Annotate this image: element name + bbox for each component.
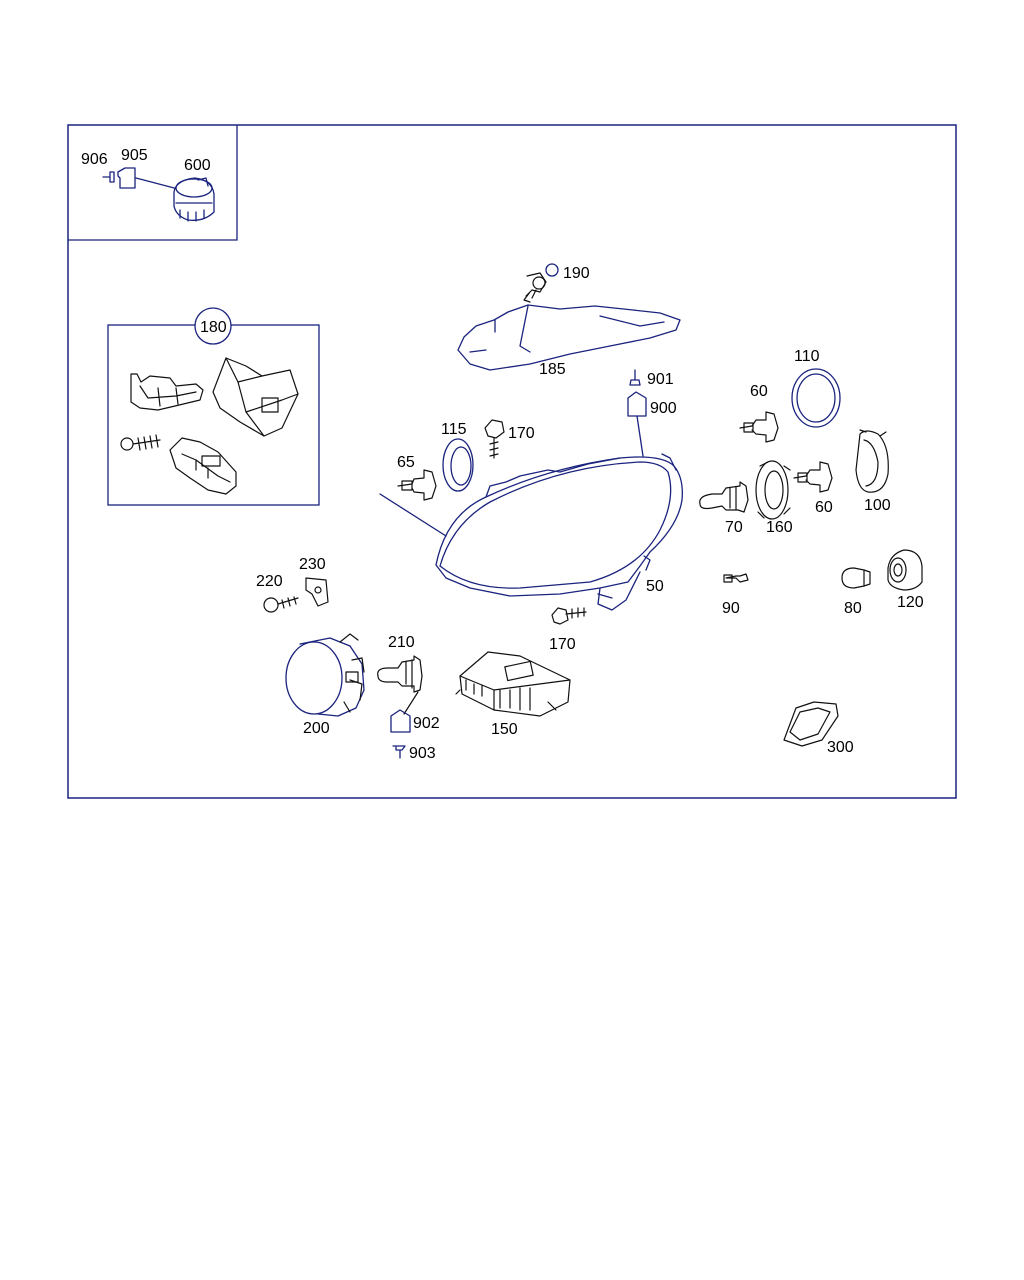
label-60-lower: 60: [815, 499, 833, 516]
label-210: 210: [388, 634, 415, 651]
part-903[interactable]: [392, 745, 406, 759]
part-185[interactable]: [457, 304, 681, 371]
part-180-bracket-housing[interactable]: [212, 357, 299, 437]
label-115: 115: [441, 421, 467, 438]
label-170-upper: 170: [508, 425, 535, 442]
part-180-callout: [194, 307, 232, 345]
part-210[interactable]: [377, 655, 423, 715]
part-60-upper[interactable]: [739, 411, 779, 443]
part-600[interactable]: [173, 177, 215, 222]
part-902[interactable]: [390, 709, 411, 733]
label-220: 220: [256, 573, 283, 590]
label-901: 901: [647, 371, 674, 388]
part-100[interactable]: [855, 429, 889, 493]
part-150[interactable]: [455, 651, 571, 717]
label-185: 185: [539, 361, 566, 378]
part-70[interactable]: [699, 481, 749, 513]
label-900: 900: [650, 400, 677, 417]
label-200: 200: [303, 720, 330, 737]
part-170-upper[interactable]: [484, 419, 505, 459]
part-190[interactable]: [523, 263, 559, 303]
part-115[interactable]: [442, 438, 474, 492]
part-300[interactable]: [783, 701, 839, 747]
label-905: 905: [121, 147, 148, 164]
label-300: 300: [827, 739, 854, 756]
part-120[interactable]: [887, 549, 923, 591]
label-160: 160: [766, 519, 793, 536]
label-180: 180: [200, 319, 227, 336]
part-65[interactable]: [397, 469, 437, 501]
label-90: 90: [722, 600, 740, 617]
inset-box-600: [68, 125, 238, 241]
part-110[interactable]: [791, 368, 841, 428]
diagram-frame: [67, 124, 957, 799]
part-60-lower[interactable]: [793, 461, 833, 493]
part-170-lower[interactable]: [551, 607, 587, 625]
part-80[interactable]: [841, 567, 871, 589]
part-900[interactable]: [627, 391, 647, 457]
leader-65: [379, 493, 447, 537]
label-902: 902: [413, 715, 440, 732]
label-903: 903: [409, 745, 436, 762]
label-170-lower: 170: [549, 636, 576, 653]
label-65: 65: [397, 454, 415, 471]
part-180-screw[interactable]: [120, 434, 161, 451]
label-230: 230: [299, 556, 326, 573]
label-50: 50: [646, 578, 664, 595]
label-120: 120: [897, 594, 924, 611]
label-150: 150: [491, 721, 518, 738]
part-220[interactable]: [263, 596, 299, 613]
label-600: 600: [184, 157, 211, 174]
part-90[interactable]: [723, 573, 749, 583]
label-906: 906: [81, 151, 108, 168]
part-180-bracket-left[interactable]: [130, 373, 204, 411]
part-230[interactable]: [305, 577, 329, 607]
label-100: 100: [864, 497, 891, 514]
label-80: 80: [844, 600, 862, 617]
part-160[interactable]: [755, 460, 791, 520]
label-110: 110: [794, 348, 820, 365]
label-190: 190: [563, 265, 590, 282]
part-200[interactable]: [285, 633, 365, 717]
part-50-headlamp[interactable]: [435, 453, 683, 611]
label-60-upper: 60: [750, 383, 768, 400]
inset-box-180: [107, 324, 320, 506]
label-70: 70: [725, 519, 743, 536]
part-180-bracket-lower[interactable]: [169, 437, 237, 495]
part-905[interactable]: [117, 167, 179, 190]
part-901[interactable]: [629, 369, 641, 386]
part-906[interactable]: [102, 171, 115, 183]
